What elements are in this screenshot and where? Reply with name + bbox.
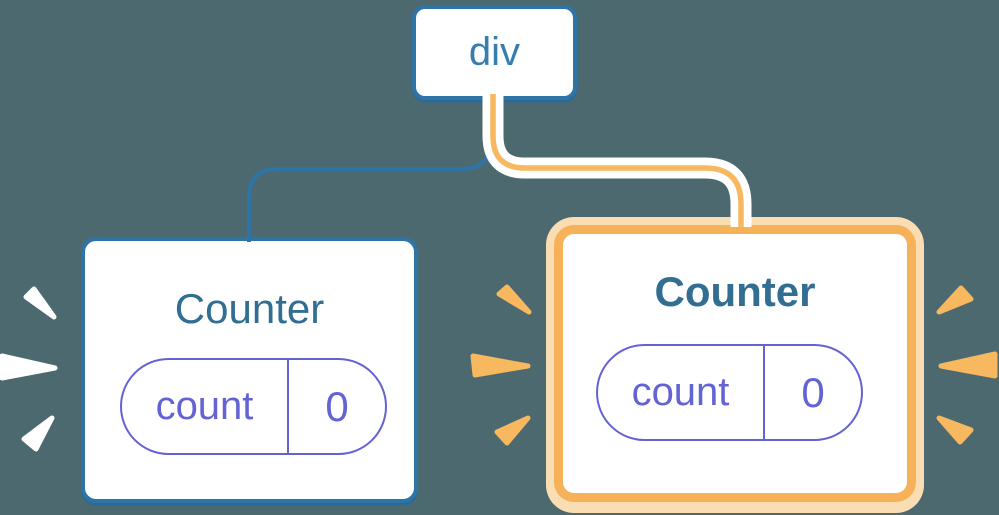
state-pill: count 0 xyxy=(596,344,863,441)
render-sparks-right xyxy=(936,285,998,445)
connector-to-right-counter xyxy=(490,94,744,227)
state-pill: count 0 xyxy=(120,358,387,455)
spark-icon xyxy=(470,353,531,378)
tree-node-div: div xyxy=(412,5,577,100)
state-key: count xyxy=(122,360,289,453)
spark-icon xyxy=(936,415,974,445)
spark-icon xyxy=(23,286,57,320)
spark-icon xyxy=(938,351,998,379)
spark-icon xyxy=(494,415,531,446)
div-node-label: div xyxy=(468,30,521,74)
state-key: count xyxy=(598,346,765,439)
spark-icon xyxy=(496,284,532,315)
state-value: 0 xyxy=(325,382,349,430)
render-sparks-middle xyxy=(470,284,532,446)
connector-to-right-counter-casing xyxy=(482,94,752,227)
state-value: 0 xyxy=(801,368,825,416)
spark-icon xyxy=(936,285,974,315)
counter-card-left: Counter count 0 xyxy=(81,237,418,503)
counter-title: Counter xyxy=(654,268,816,315)
counter-card-right: Counter count 0 xyxy=(554,225,916,502)
connector-to-left-counter xyxy=(247,94,492,242)
counter-title: Counter xyxy=(174,285,325,332)
spark-icon xyxy=(21,415,55,452)
spark-icon xyxy=(0,353,58,381)
counter-card-right-glow: Counter count 0 xyxy=(546,217,924,510)
render-sparks-left xyxy=(0,286,58,452)
